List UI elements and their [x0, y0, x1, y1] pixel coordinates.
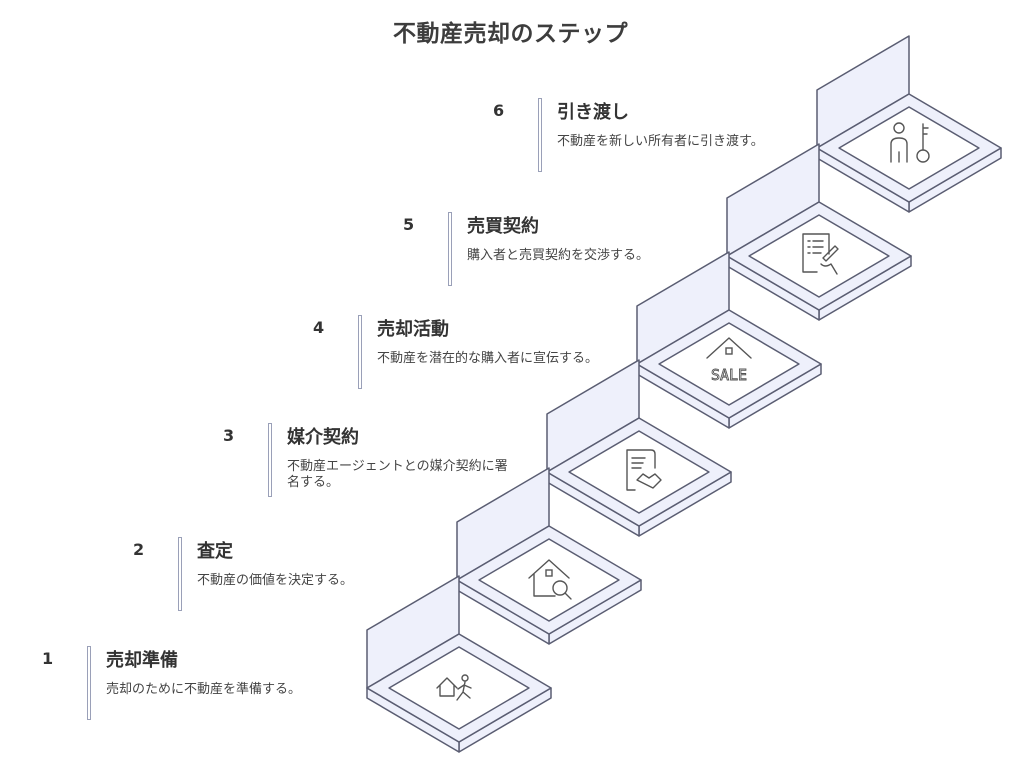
step-title: 売却活動 [377, 319, 449, 340]
document-lines [631, 457, 646, 469]
person-body [456, 681, 472, 701]
step-1: 1 売却準備 売却のために不動産を準備する。 [42, 646, 362, 726]
house-magnifier-icon [528, 559, 572, 600]
house-sale-icon: SALE [706, 337, 752, 384]
step-divider [178, 537, 182, 611]
stair-step-4: SALE [636, 251, 822, 429]
stair-tread-inner [658, 322, 800, 406]
stair-step-2 [456, 467, 642, 645]
step-title: 引き渡し [557, 102, 629, 123]
magnifier-lens [552, 580, 568, 596]
house-outline [436, 677, 458, 697]
stair-tread-inner [568, 430, 710, 514]
step-number: 2 [133, 540, 145, 559]
step-divider [87, 646, 91, 720]
person-key-icon [890, 122, 930, 163]
pen-hand [820, 245, 839, 275]
house-window [725, 347, 733, 355]
step-description: 不動産を新しい所有者に引き渡す。 [557, 134, 764, 149]
contract-handshake-icon [626, 449, 662, 491]
step-divider [448, 212, 452, 286]
step-description: 不動産の価値を決定する。 [197, 573, 354, 588]
document-outline [626, 449, 656, 491]
stair-tread-inner [748, 214, 890, 298]
step-number: 4 [313, 318, 325, 337]
person-body [890, 137, 908, 163]
step-title: 売買契約 [467, 216, 539, 237]
house-person-running-icon [436, 674, 472, 701]
key-shaft [922, 123, 929, 151]
step-6: 6 引き渡し 不動産を新しい所有者に引き渡す。 [493, 98, 813, 178]
house-window [545, 569, 553, 577]
step-description: 売却のために不動産を準備する。 [106, 682, 302, 697]
step-number: 6 [493, 101, 505, 120]
document-lines [807, 240, 824, 254]
step-description: 不動産を潜在的な購入者に宣伝する。 [377, 351, 599, 366]
handshake [636, 473, 662, 489]
step-4: 4 売却活動 不動産を潜在的な購入者に宣伝する。 [313, 315, 633, 395]
stair-step-3 [546, 359, 732, 537]
step-divider [538, 98, 542, 172]
step-number: 3 [223, 426, 235, 445]
step-2: 2 査定 不動産の価値を決定する。 [133, 537, 453, 617]
step-title: 売却準備 [106, 650, 178, 671]
document-signing-icon [802, 233, 839, 275]
sale-sign-icon: SALE [711, 366, 747, 384]
step-number: 1 [42, 649, 54, 668]
person-head [893, 122, 905, 134]
step-5: 5 売買契約 購入者と売買契約を交渉する。 [403, 212, 723, 292]
step-description: 購入者と売買契約を交渉する。 [467, 248, 650, 263]
step-title: 査定 [197, 541, 233, 562]
page-title: 不動産売却のステップ [393, 21, 628, 47]
step-divider [358, 315, 362, 389]
step-description: 不動産エージェントとの媒介契約に署名する。 [287, 459, 508, 490]
house-roof [706, 337, 752, 359]
document-outline [802, 233, 830, 273]
stair-tread-inner [478, 538, 620, 622]
house-outline [528, 559, 570, 597]
stair-tread-inner [838, 106, 980, 190]
stair-step-5 [726, 143, 912, 321]
stair-step-6 [816, 35, 1002, 213]
magnifier-handle [564, 592, 572, 600]
person-head [461, 674, 469, 682]
step-divider [268, 423, 272, 497]
step-title: 媒介契約 [287, 427, 359, 448]
step-3: 3 媒介契約 不動産エージェントとの媒介契約に署名する。 [223, 423, 543, 503]
stair-step-1 [366, 575, 552, 753]
step-number: 5 [403, 215, 415, 234]
